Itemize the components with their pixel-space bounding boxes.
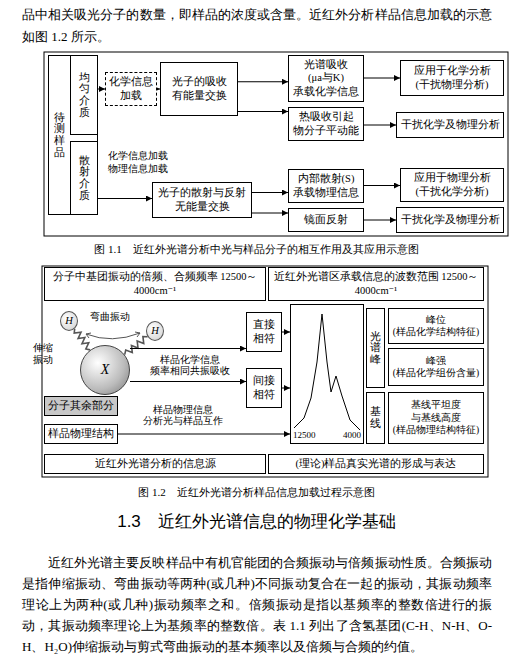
result-box: 应用于化学分析 (干扰物理分析): [400, 60, 504, 96]
node-text: 样品物理结构: [48, 427, 114, 441]
node-text: 光子的吸收 有能量交换: [164, 75, 234, 102]
category-box: 光谱峰: [366, 308, 385, 388]
node-text: H: [65, 314, 73, 328]
flow-arrow: [98, 198, 152, 199]
node-text: 应用于化学分析 (干扰物理分析): [404, 64, 500, 91]
node-text: 干扰化学及物理分析: [401, 213, 500, 227]
atom-circle: H: [60, 311, 78, 331]
structure-box: 样品物理结构: [44, 424, 118, 444]
feature-box: 峰强 (样品化学组份含量): [388, 348, 484, 386]
process-box: 光子的吸收 有能量交换: [160, 62, 238, 116]
process-box: 光子的散射与反射 无能量交换: [152, 182, 252, 218]
process-box: 内部散射(S) 承载物理信息: [288, 169, 364, 203]
node-text: 基线平坦度 与基线高度 (样品物理结构特征): [392, 399, 480, 436]
category-box: 基线: [366, 392, 385, 444]
node-text: 4000: [343, 430, 361, 442]
bond-spring: [125, 337, 148, 355]
node-text: H: [151, 324, 159, 338]
node-text: 应用于物理分析 (干扰化学分析): [404, 171, 500, 198]
match-box: 直接 相符: [246, 312, 282, 352]
node-text: 光子的散射与反射 无能量交换: [156, 186, 248, 213]
match-box: 间接 相符: [246, 368, 282, 408]
annotation: 伸缩 振动: [32, 342, 54, 366]
process-box: 镜面反射: [288, 208, 364, 232]
flow-arrow: [364, 125, 396, 126]
sample-box: 待测样品 均匀介质散射介质: [48, 55, 98, 215]
result-box: 干扰化学及物理分析: [396, 112, 504, 138]
node-text: 内部散射(S) 承载物理信息: [292, 172, 360, 199]
node-text: 光谱吸收 (μa与K) 承载化学信息: [292, 58, 360, 99]
node-text: 分子中基团振动的倍频、合频频率 12500～4000cm⁻¹: [48, 270, 262, 297]
flow-arrow: [118, 434, 290, 435]
figure-caption: 图 1.1 近红外光谱分析中光与样品分子的相互作用及其应用示意图: [0, 241, 513, 257]
process-box: 光谱吸收 (μa与K) 承载化学信息: [288, 55, 364, 102]
flow-arrow: [98, 89, 105, 90]
result-box: 应用于物理分析 (干扰化学分析): [400, 168, 504, 202]
header-box: 分子中基团振动的倍频、合频频率 12500～4000cm⁻¹: [44, 267, 266, 301]
node-text: 干扰化学及物理分析: [401, 118, 500, 132]
flow-arrow: [252, 192, 288, 193]
footer-box: (理论)样品真实光谱的形成与表达: [268, 454, 484, 474]
annotation: 弯曲振动: [88, 311, 132, 323]
flow-arrow: [364, 185, 400, 186]
node-text: 光谱峰: [370, 331, 381, 366]
molecule-band: 分子其余部分: [44, 396, 118, 416]
result-box: 干扰化学及物理分析: [396, 207, 504, 233]
annotation: 样品化学信息 频率相同共振吸收: [140, 354, 240, 376]
atom-circle: H: [146, 321, 164, 341]
node-text: 散射介质: [79, 155, 90, 201]
node-text: 间接 相符: [250, 374, 278, 401]
node-text: 基线: [370, 406, 381, 429]
node-text: 近红外光谱分析的信息源: [95, 457, 216, 471]
spectrum-curve: [294, 314, 360, 430]
section-heading: 1.3 近红外光谱信息的物理化学基础: [0, 510, 513, 534]
figure-caption: 图 1.2 近红外光谱分析样品信息加载过程示意图: [0, 484, 513, 500]
footer-box: 近红外光谱分析的信息源: [44, 454, 266, 474]
flow-arrow: [238, 81, 288, 82]
node-text: (理论)样品真实光谱的形成与表达: [296, 457, 457, 471]
edge-label: 化学信息加载 物理信息加载: [103, 150, 173, 175]
node-text: 待测样品: [54, 112, 65, 158]
node-text: 近红外光谱区承载信息的波数范围 12500～4000cm⁻¹: [272, 270, 480, 297]
flow-arrow: [364, 78, 400, 79]
medium-box: 散射介质: [70, 141, 98, 215]
body-text: 品中相关吸光分子的数量，即样品的浓度或含量。近红外分析样品信息加载的示意如图 1…: [22, 4, 492, 48]
node-text: 镜面反射: [304, 213, 348, 227]
flow-arrow: [130, 348, 246, 349]
flow-arrow: [238, 111, 288, 112]
node-text: 峰位 (样品化学结构特征): [392, 314, 480, 339]
process-box: 热吸收引起 物分子平动能: [288, 107, 364, 141]
node-text: 分子其余部分: [48, 399, 114, 413]
figure-frame: [42, 266, 488, 477]
flow-arrow: [252, 213, 288, 214]
header-box: 近红外光谱区承载信息的波数范围 12500～4000cm⁻¹: [268, 267, 484, 301]
bend-arrowheads: [86, 332, 140, 338]
spectrum-box: 12500 4000: [290, 304, 364, 444]
atom-circle: X: [80, 345, 130, 395]
process-box: 化学信息 加载: [105, 72, 157, 106]
figure-frame: [44, 52, 508, 236]
bond-spring: [74, 329, 90, 350]
node-text: 12500: [293, 430, 316, 442]
medium-box: 均匀介质: [70, 55, 98, 135]
bend-arc: [86, 333, 140, 339]
flow-arrow: [364, 220, 396, 221]
body-text: 近红外光谱主要反映样品中有机官能团的合频振动与倍频振动性质。合频振动是指伸缩振动…: [22, 552, 492, 657]
feature-box: 峰位 (样品化学结构特征): [388, 308, 484, 344]
node-text: 化学信息 加载: [109, 75, 153, 102]
node-text: 直接 相符: [250, 318, 278, 345]
flow-arrow: [282, 388, 290, 389]
node-text: 热吸收引起 物分子平动能: [292, 110, 360, 137]
flow-arrow: [130, 381, 246, 382]
node-text: 峰强 (样品化学组份含量): [392, 355, 480, 380]
node-text: 均匀介质: [79, 72, 90, 118]
flow-arrow: [282, 332, 290, 333]
feature-box: 基线平坦度 与基线高度 (样品物理结构特征): [388, 392, 484, 444]
node-text: X: [101, 361, 110, 379]
annotation: 样品物理信息 分析光与样品互作: [125, 404, 240, 426]
